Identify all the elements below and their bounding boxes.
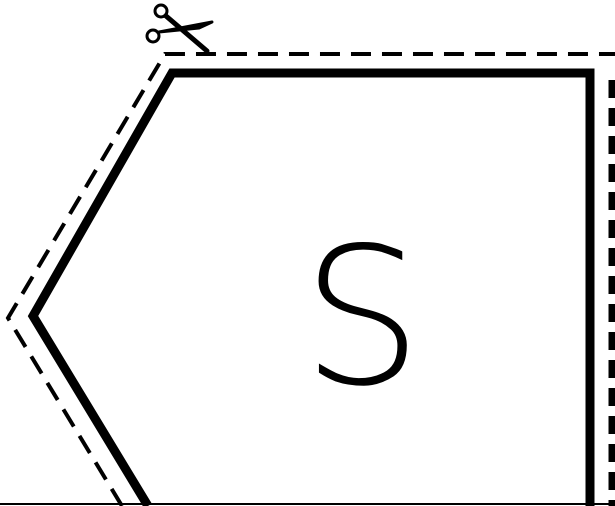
scissors-icon	[145, 3, 214, 54]
cutout-letter: S	[302, 207, 423, 428]
dashed-cut-line	[5, 52, 615, 506]
shape-outline	[27, 68, 595, 506]
